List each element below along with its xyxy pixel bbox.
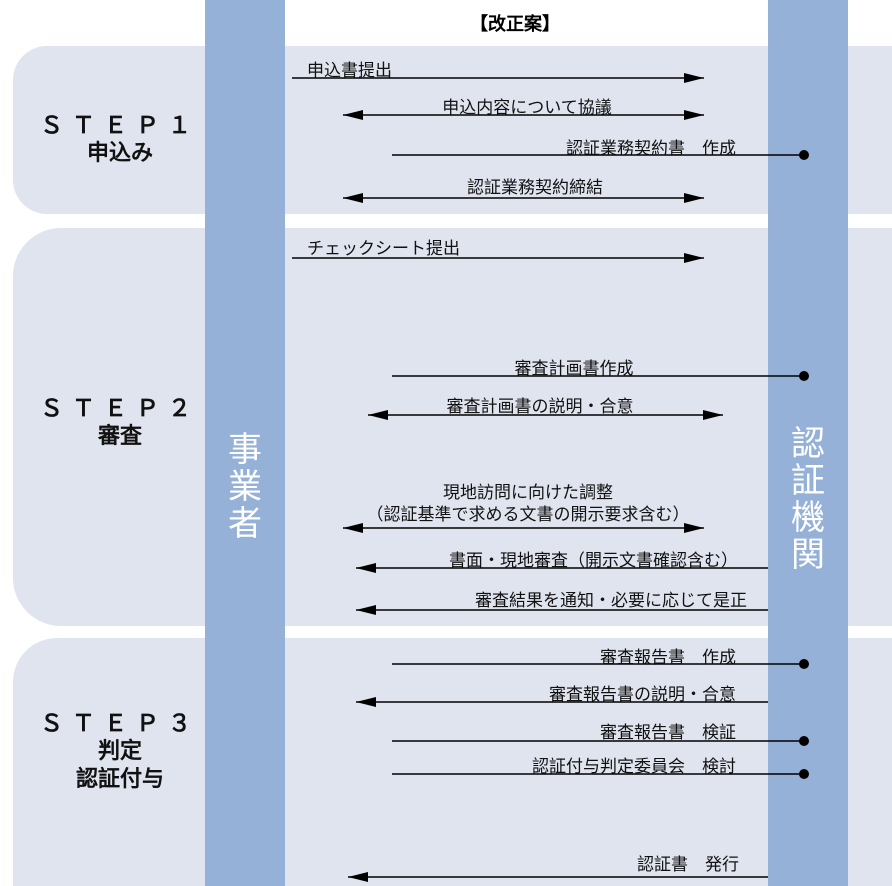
- arrowhead-9: [356, 563, 376, 573]
- arrowhead-left-2: [343, 110, 363, 120]
- step3-title-line1: 判定: [97, 739, 142, 764]
- message-label-11: 審査報告書 作成: [600, 648, 736, 668]
- message-label-8b: （認証基準で求める文書の開示要求含む）: [366, 505, 690, 525]
- arrowhead-right-7: [703, 410, 723, 420]
- arrowhead-right-2: [684, 110, 704, 120]
- message-label-6: 審査計画書作成: [514, 359, 634, 379]
- step1-heading: ＳＴＥＰ１: [40, 113, 200, 139]
- message-label-9: 書面・現地審査（開示文書確認含む）: [449, 551, 738, 571]
- step3-title-line2: 認証付与: [75, 767, 164, 792]
- page-title: 【改正案】: [470, 14, 560, 35]
- certification-body-label-char-3: 機: [791, 498, 825, 538]
- arrowhead-left-8: [343, 523, 363, 533]
- arrowhead-left-7: [368, 410, 388, 420]
- arrowhead-right-4: [684, 193, 704, 203]
- step3-band: [13, 638, 892, 886]
- business-operator-column: [205, 0, 285, 886]
- message-label-4: 認証業務契約締結: [467, 178, 603, 198]
- step3-heading: ＳＴＥＰ３: [40, 711, 200, 737]
- step1-title: 申込み: [86, 141, 153, 166]
- business-operator-label-char-1: 事: [228, 430, 262, 470]
- step2-label: ＳＴＥＰ２ 審査: [20, 389, 220, 451]
- message-label-7: 審査計画書の説明・合意: [446, 397, 634, 417]
- message-label-2: 申込内容について協議: [442, 98, 612, 118]
- certification-body-label-char-1: 認: [791, 424, 825, 464]
- message-label-3: 認証業務契約書 作成: [566, 139, 736, 159]
- business-operator-label-char-2: 業: [228, 467, 262, 507]
- message-label-15: 認証書 発行: [637, 855, 739, 875]
- arrowhead-1: [684, 73, 704, 83]
- business-operator-label: 事業者: [215, 432, 275, 543]
- certification-body-label-char-4: 関: [791, 535, 825, 575]
- step2-heading: ＳＴＥＰ２: [40, 396, 200, 422]
- message-label-1: 申込書提出: [307, 61, 392, 81]
- arrowhead-right-8: [684, 523, 704, 533]
- certification-body-label: 認証機関: [778, 426, 838, 574]
- arrowhead-15: [348, 872, 368, 882]
- arrowhead-10: [356, 605, 376, 615]
- step2-title: 審査: [97, 424, 142, 449]
- origin-dot-6: [799, 371, 809, 381]
- origin-dot-14: [799, 769, 809, 779]
- origin-dot-3: [799, 150, 809, 160]
- message-label-10: 審査結果を通知・必要に応じて是正: [475, 591, 747, 611]
- step3-label: ＳＴＥＰ３ 判定 認証付与: [20, 704, 220, 794]
- certification-body-label-char-2: 証: [791, 461, 825, 501]
- origin-dot-11: [799, 659, 809, 669]
- arrowhead-left-4: [343, 193, 363, 203]
- message-label-12: 審査報告書の説明・合意: [549, 685, 736, 705]
- business-operator-label-char-3: 者: [228, 504, 262, 544]
- message-label-8: 現地訪問に向けた調整: [443, 483, 613, 503]
- step1-label: ＳＴＥＰ１ 申込み: [20, 106, 220, 168]
- message-label-5: チェックシート提出: [307, 239, 460, 259]
- message-label-14: 認証付与判定委員会 検討: [532, 757, 736, 777]
- message-label-13: 審査報告書 検証: [600, 723, 736, 743]
- step1-band: [13, 46, 892, 214]
- arrowhead-5: [684, 253, 704, 263]
- origin-dot-13: [799, 736, 809, 746]
- step2-band: [13, 228, 892, 626]
- arrowhead-12: [356, 697, 376, 707]
